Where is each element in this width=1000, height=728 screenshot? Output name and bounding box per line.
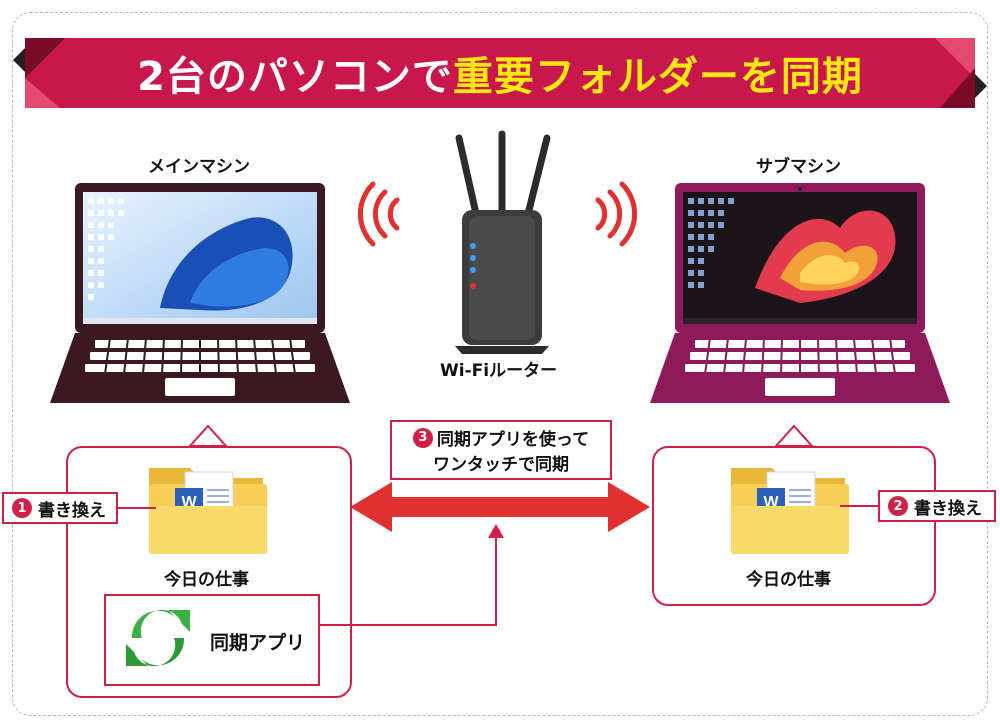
step2-connector-line <box>840 505 878 507</box>
router-icon <box>455 130 551 354</box>
sync-icon[interactable] <box>118 598 198 678</box>
title-banner: 2台のパソコンで重要フォルダーを同期 <box>13 38 987 108</box>
step2-callout: 2 書き換え <box>878 490 996 522</box>
main-machine-label: メインマシン <box>148 157 250 177</box>
step3-number-badge: 3 <box>412 427 433 448</box>
sub-laptop-icon <box>650 183 950 403</box>
step1-callout: 1 書き換え <box>2 492 118 524</box>
title-part-2-highlight: 重要フォルダーを同期 <box>452 54 863 100</box>
step3-callout: 3 同期アプリを使って ワンタッチで同期 <box>390 420 612 480</box>
sync-app-label: 同期アプリ <box>210 632 306 654</box>
left-folder-label: 今日の仕事 <box>164 570 249 590</box>
double-arrow-icon <box>350 482 650 532</box>
sync-app-box[interactable] <box>104 594 320 686</box>
left-pointer-triangle <box>187 424 229 447</box>
step1-connector-line <box>118 507 156 509</box>
main-laptop-icon <box>50 183 350 403</box>
sync-connector-arrow <box>316 524 504 626</box>
title-part-1: 2台のパソコンで <box>137 54 453 100</box>
folder-icon-left[interactable]: W <box>145 460 275 560</box>
wifi-waves-icon-right <box>595 181 638 247</box>
right-folder-label: 今日の仕事 <box>746 570 831 590</box>
step2-text: 書き換え <box>914 498 982 519</box>
wifi-waves-icon-left <box>357 181 400 247</box>
step2-number-badge: 2 <box>888 496 908 516</box>
router-label: Wi-Fiルーター <box>440 361 558 381</box>
page-title: 2台のパソコンで重要フォルダーを同期 <box>25 38 975 108</box>
folder-icon-right[interactable]: W <box>727 460 857 560</box>
right-pointer-triangle <box>773 424 815 447</box>
sub-machine-label: サブマシン <box>756 157 841 177</box>
step3-line2: ワンタッチで同期 <box>433 455 569 475</box>
step1-number-badge: 1 <box>12 498 32 518</box>
step3-line1: 同期アプリを使って <box>436 430 590 450</box>
banner-corner-decoration <box>13 38 987 108</box>
step1-text: 書き換え <box>38 500 106 521</box>
